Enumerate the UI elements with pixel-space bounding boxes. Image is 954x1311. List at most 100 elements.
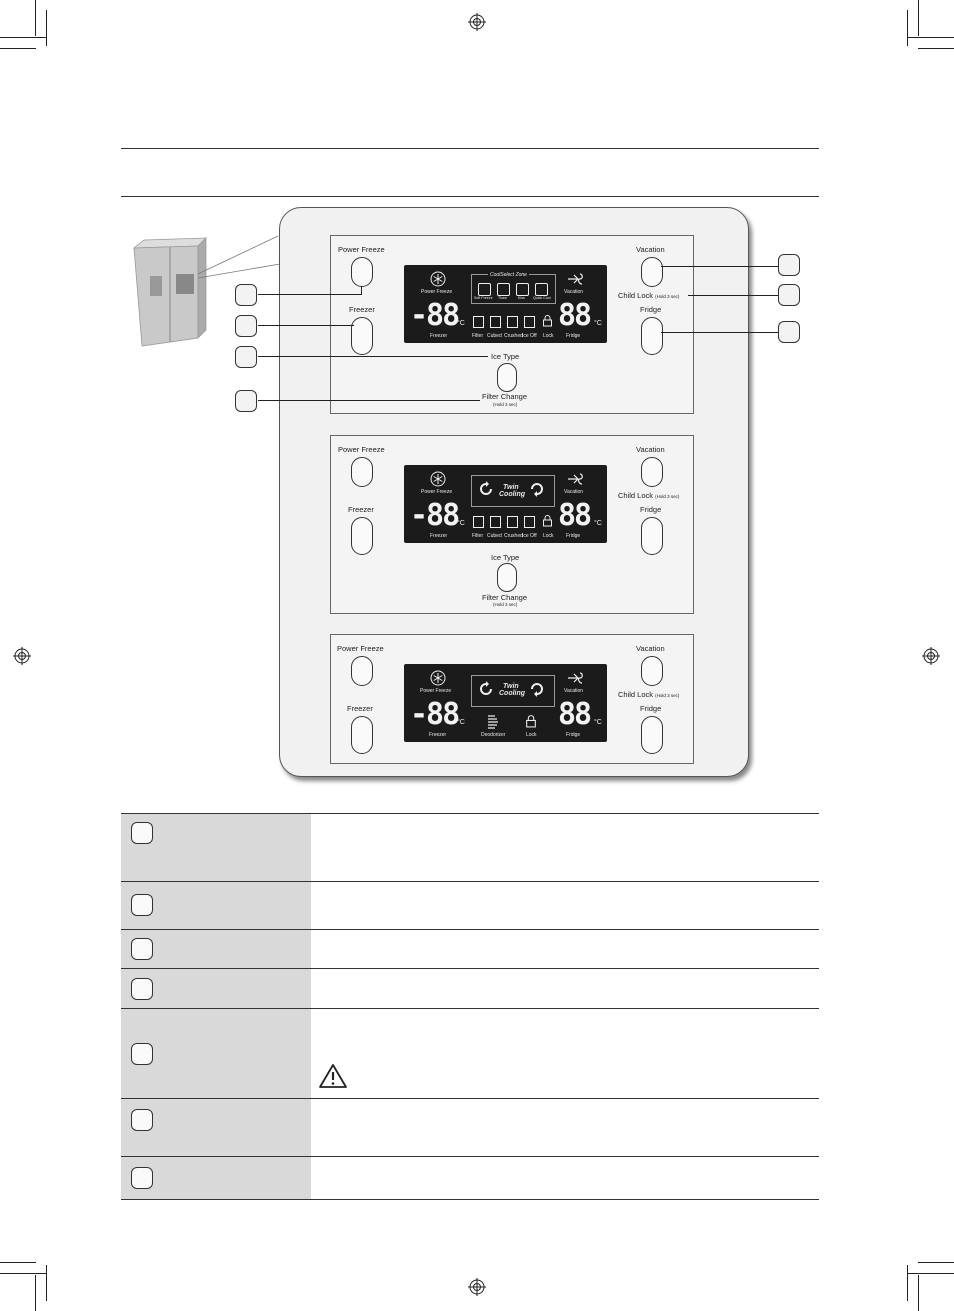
fridge-degree: °C [594,520,602,527]
power-freeze-label: Power Freeze [338,245,385,254]
lcd-vacation: Vacation [564,289,584,295]
freezer-button[interactable] [351,716,373,754]
title-rule-top [121,148,819,149]
child-lock-text: Child Lock [618,690,654,699]
twin-label: Twin [503,484,519,491]
child-lock-text: Child Lock [618,291,654,300]
freezer-temperature: -88 [410,298,460,333]
twin-cooling-left-icon [480,681,492,695]
lcd-fridge: Fridge [566,732,581,738]
twin-cooling-right-icon [531,483,543,497]
child-lock-hold-text: (Hold 3 sec) [655,494,680,499]
cubed-icon [490,316,501,328]
row-number-box [131,938,153,960]
lcd-vacation: Vacation [564,688,584,694]
ice-type-label: Ice Type [491,352,520,361]
title-rule-bottom [121,196,819,197]
lcd-filter: Filter [472,333,484,339]
crop-mark [0,1262,36,1263]
hold-3-sec-label: (Hold 3 sec) [493,602,518,607]
crop-mark [918,48,954,49]
table-rule [121,1098,819,1099]
table-rule [121,1008,819,1009]
row-number-box [131,1109,153,1131]
ice-type-label: Ice Type [491,553,520,562]
callout-tick [361,286,363,295]
crop-mark [35,0,36,36]
vacation-label: Vacation [636,644,665,653]
row-number-box [131,822,153,844]
lcd-freezer: Freezer [429,732,447,738]
warning-triangle-icon [319,1064,347,1088]
callout-line [258,400,480,402]
power-freeze-button[interactable] [351,257,373,287]
callout-box [778,254,800,276]
lcd-crushed: Crushed [504,533,523,539]
power-freeze-label: Power Freeze [337,644,384,653]
lcd-freezer: Freezer [430,533,448,539]
power-freeze-button[interactable] [351,457,373,487]
table-rule [121,1156,819,1157]
crop-mark [0,1273,46,1274]
cubed-icon [490,516,501,528]
crop-mark [908,1273,954,1274]
vacation-button[interactable] [641,457,663,487]
table-row [121,1099,819,1156]
twin-cooling-box [471,675,555,707]
power-freeze-button[interactable] [351,656,373,686]
table-rule [121,968,819,969]
lock-icon [543,515,552,527]
fridge-button[interactable] [641,317,663,355]
freezer-button[interactable] [351,317,373,355]
row-number-box [131,894,153,916]
vacation-button[interactable] [641,656,663,686]
freezer-button[interactable] [351,517,373,555]
fridge-button[interactable] [641,716,663,754]
table-row-label-cell [121,1099,311,1156]
child-lock-hold-text: (Hold 3 sec) [655,294,680,299]
zone-thaw: Thaw [498,296,507,300]
child-lock-hold-text: (Hold 3 sec) [655,693,680,698]
lcd-cubed: Cubed [487,533,502,539]
crushed-icon [507,316,518,328]
soft-freeze-icon [478,283,491,296]
crop-mark [907,1265,908,1301]
vacation-label: Vacation [636,445,665,454]
crop-mark [35,1275,36,1311]
lcd-lock: Lock [526,732,537,738]
lcd-freezer: Freezer [430,333,448,339]
filter-icon [473,516,484,528]
lcd-ice-off: Ice Off [522,533,537,539]
zone-soft-freeze: Soft Freeze [474,296,493,300]
callout-line [258,325,354,327]
fridge-button[interactable] [641,517,663,555]
lcd-lock: Lock [543,533,554,539]
callout-box [778,321,800,343]
vacation-button[interactable] [641,257,663,287]
crop-mark [918,0,919,36]
filter-icon [473,316,484,328]
child-lock-label: Child Lock (Hold 3 sec) [618,491,679,500]
row-number-box [131,1167,153,1189]
registration-mark-icon [468,1278,486,1296]
ice-type-button[interactable] [497,563,517,592]
filter-change-label: Filter Change [482,593,528,602]
child-lock-label: Child Lock (Hold 3 sec) [618,291,679,300]
power-freeze-label: Power Freeze [338,445,385,454]
lcd-crushed: Crushed [504,333,523,339]
ice-type-button[interactable] [497,363,517,392]
lcd-ice-off: Ice Off [522,333,537,339]
crop-mark [46,10,47,46]
registration-mark-icon [468,13,486,31]
deodorizer-icon [488,715,498,729]
lcd-power-freeze: Power Freeze [421,289,453,295]
registration-mark-icon [13,647,31,665]
quick-cool-icon [535,283,548,296]
table-rule [121,1199,819,1200]
crop-mark [46,1265,47,1301]
table-row [121,930,819,968]
callout-line [688,295,778,297]
table-rule [121,881,819,882]
callout-box [235,390,257,412]
table-rule [121,813,819,814]
